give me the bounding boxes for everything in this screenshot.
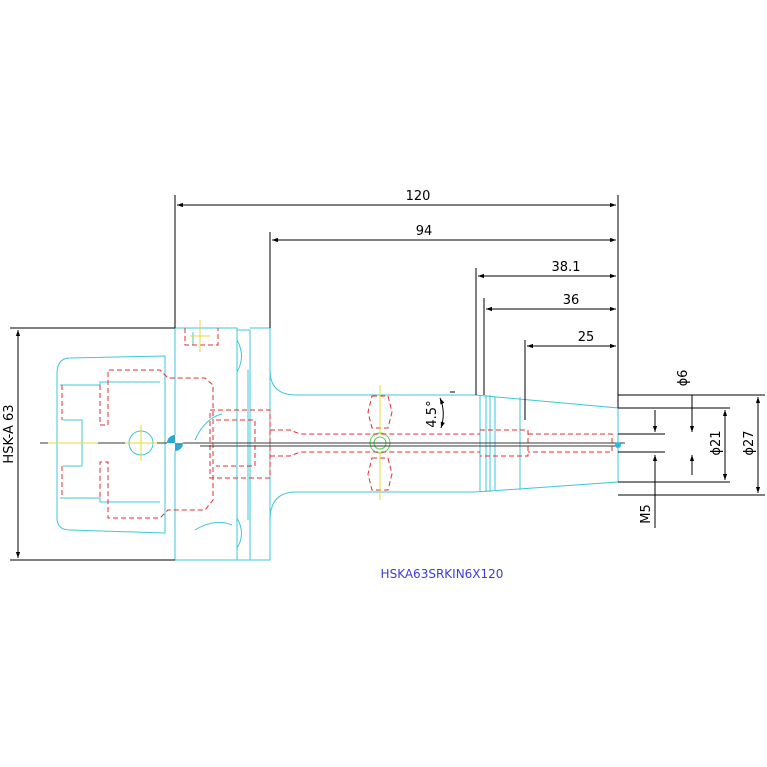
dimension-lines (10, 195, 765, 561)
hidden-lines (61, 328, 613, 519)
dim-nose-diameter-large: ϕ27 (742, 430, 757, 455)
dim-overall-length: 120 (406, 189, 431, 204)
dim-length-94: 94 (416, 224, 433, 239)
dim-thread-size: M5 (639, 504, 654, 524)
gauge-point-marker (167, 435, 621, 451)
dim-bore-diameter: ϕ6 (676, 370, 691, 387)
dim-taper-angle: 4.5° (425, 400, 440, 427)
center-lines (40, 320, 625, 500)
dim-interface-hsk: HSK-A 63 (2, 404, 17, 463)
dim-length-36: 36 (563, 293, 580, 308)
part-number-label: HSKA63SRKIN6X120 (381, 567, 504, 581)
dim-length-38-1: 38.1 (552, 260, 581, 275)
dim-nose-diameter-small: ϕ21 (709, 430, 724, 455)
dim-length-25: 25 (578, 330, 595, 345)
